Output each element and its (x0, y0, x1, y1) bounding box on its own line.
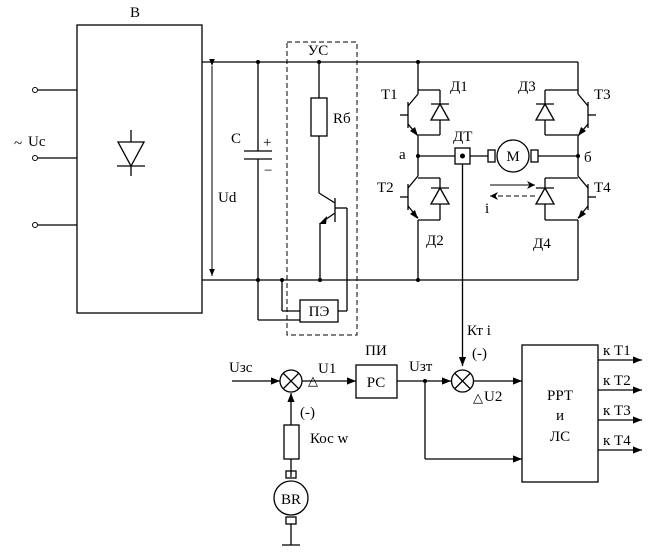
motor-branch: М ДТ а б i (399, 129, 592, 217)
speed-err-label: U1 (318, 361, 336, 377)
output-t3: к Т3 (603, 403, 631, 419)
d4-label: Д4 (533, 236, 551, 252)
diode-d3: Д3 (518, 79, 578, 136)
d1-label: Д1 (450, 79, 468, 95)
diode-d1: Д1 (418, 79, 468, 136)
tacho-label: BR (281, 492, 301, 508)
current-ref-label: Uзт (409, 359, 433, 375)
dc-voltage-arrow: Ud (209, 59, 237, 276)
brake-unit: УС Rб ПЭ (280, 41, 358, 336)
delta-1: △ (308, 373, 318, 388)
motor-label: М (506, 149, 519, 165)
speed-neg-label: (-) (300, 405, 315, 421)
power-element-label: ПЭ (309, 304, 330, 320)
capacitor-label: C (231, 131, 241, 147)
diode-d2: Д2 (418, 177, 451, 249)
transistor-t1: Т1 (381, 87, 419, 137)
rrt-line1: РРТ (547, 388, 573, 404)
capacitor: C + − (231, 62, 300, 321)
delta-2: △ (473, 390, 483, 405)
current-err-label: U2 (484, 389, 502, 405)
d3-label: Д3 (518, 79, 536, 95)
d2-label: Д2 (426, 233, 444, 249)
transistor-t4: Т4 (577, 175, 611, 219)
supply-voltage-label: Uc (28, 134, 46, 150)
current-sensor-label: ДТ (453, 129, 472, 145)
speed-regulator-label: РС (367, 375, 386, 391)
current-label: i (485, 201, 489, 217)
capacitor-minus: − (264, 163, 272, 179)
rectifier-label: В (130, 5, 140, 21)
current-regulator-logic-block: РРТ и ЛС (521, 344, 599, 483)
rectifier-block: В (76, 5, 203, 314)
ac-input: ~ Uc (14, 87, 77, 228)
dc-voltage-label: Ud (218, 190, 237, 206)
transistor-t3: Т3 (577, 87, 611, 137)
output-t4: к Т4 (603, 433, 631, 449)
output-t2: к Т2 (603, 373, 631, 389)
node-a-label: а (399, 147, 406, 163)
rrt-line2: и (556, 408, 564, 424)
speed-fb-label: Кос w (310, 431, 349, 447)
t1-label: Т1 (381, 87, 398, 103)
t2-label: Т2 (377, 180, 394, 196)
t4-label: Т4 (594, 180, 611, 196)
supply-tilde: ~ (14, 136, 22, 152)
brake-resistor-label: Rб (333, 111, 351, 127)
dc-bus (202, 61, 578, 281)
current-neg-label: (-) (472, 346, 487, 362)
pi-label: ПИ (365, 343, 387, 359)
output-t1: к Т1 (603, 343, 631, 359)
speed-summing-junction (279, 369, 303, 393)
current-feedback-label: Кт i (467, 323, 491, 339)
rrt-line3: ЛС (550, 429, 570, 445)
current-summing-junction (450, 369, 475, 393)
transistor-t2: Т2 (377, 175, 419, 219)
speed-feedback: (-) Кос w BR (273, 393, 349, 546)
capacitor-plus: + (263, 135, 271, 151)
t3-label: Т3 (594, 87, 611, 103)
node-b-label: б (584, 150, 592, 166)
brake-unit-label: УС (308, 43, 329, 59)
speed-regulator: РС ПИ (355, 343, 398, 399)
diode-d4: Д4 (533, 177, 578, 252)
speed-ref-label: Uзс (229, 360, 253, 376)
